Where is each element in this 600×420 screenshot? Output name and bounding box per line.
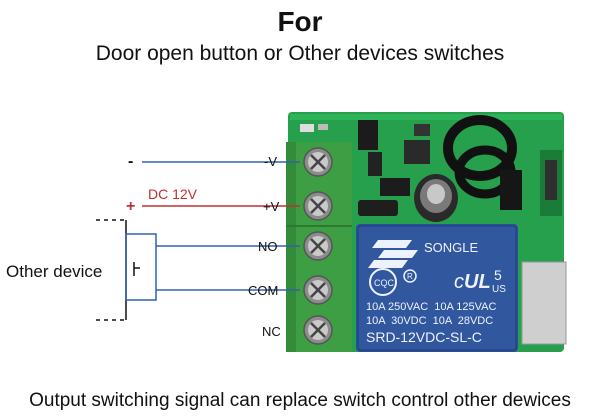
registered-r: R (407, 272, 413, 281)
terminal-label-plus-v: +V (263, 199, 280, 214)
metal-component (521, 261, 567, 345)
relay-rating-2: 10A 30VDC 10A 28VDC (366, 315, 493, 327)
terminal-label-minus-v: -V (264, 154, 277, 169)
terminal-screw (303, 191, 333, 221)
heading: For (277, 6, 323, 37)
cqc-text: CQC (374, 278, 395, 288)
plus-sign: + (126, 198, 135, 215)
relay-brand: SONGLE (424, 240, 479, 255)
relay-logo (368, 240, 418, 268)
terminal-screw (303, 275, 333, 305)
transistor (414, 124, 430, 136)
smd-led (300, 124, 314, 132)
ul-mark: c (454, 271, 464, 293)
terminal-screw (303, 147, 333, 177)
cqc-mark (369, 268, 397, 296)
footer-caption: Output switching signal can replace swit… (29, 390, 571, 411)
diode-chip (358, 120, 378, 150)
regulator-chip (404, 140, 430, 164)
registered-mark (403, 269, 417, 283)
other-device-label: Other device (6, 262, 103, 281)
terminal-label-com: COM (248, 283, 278, 298)
terminal-block (286, 142, 352, 352)
ul-letters: UL (464, 271, 491, 293)
smd-resistor (318, 124, 328, 130)
terminal-label-no: NO (258, 239, 278, 254)
dc-voltage-label: DC 12V (148, 186, 198, 202)
ic-chip (368, 152, 382, 176)
black-component (358, 200, 398, 216)
minus-sign: - (128, 153, 133, 170)
relay-number: 5 (494, 267, 502, 283)
terminal-screw (303, 231, 333, 261)
switch-box (125, 233, 157, 301)
terminal-label-nc: NC (262, 324, 281, 339)
pcb-edge (290, 114, 562, 120)
relay-model: SRD-12VDC-SL-C (366, 329, 482, 345)
receiver-chip (545, 160, 557, 200)
relay: SONGLE CQC R c UL 5 US 10A 250VAC 10A 12… (356, 224, 518, 352)
capacitor (414, 174, 458, 222)
terminal-screw (303, 315, 333, 345)
smd-component (380, 178, 410, 196)
subheading: Door open button or Other devices switch… (95, 42, 505, 65)
us-mark: US (492, 284, 506, 295)
relay-rating-1: 10A 250VAC 10A 125VAC (366, 301, 497, 313)
antenna-coil (443, 115, 522, 210)
